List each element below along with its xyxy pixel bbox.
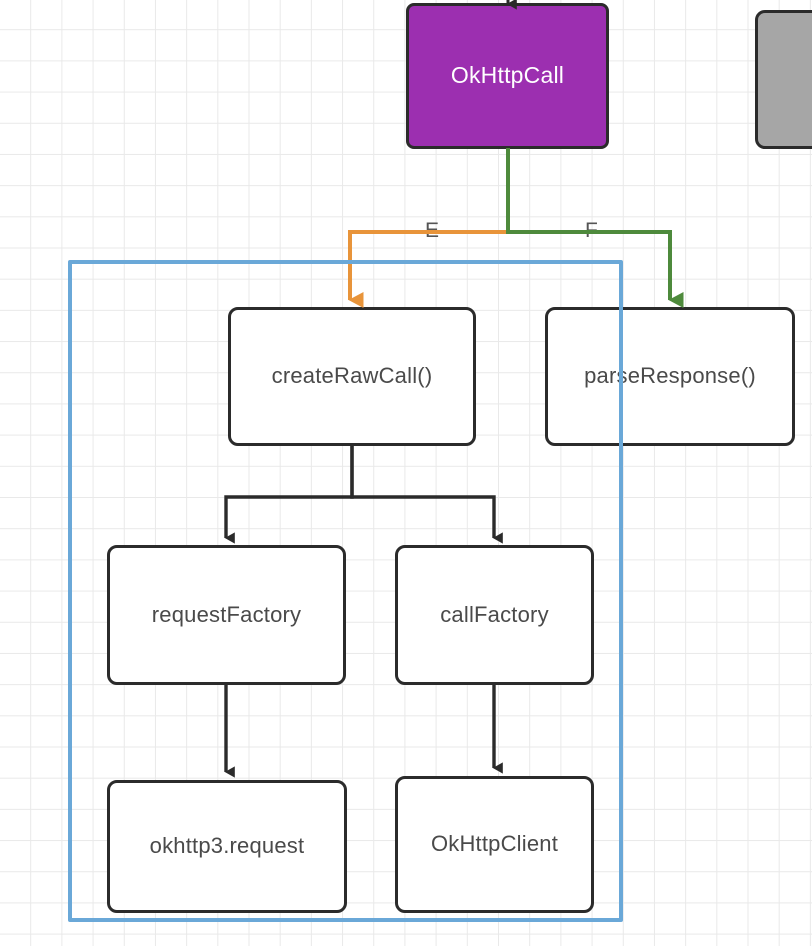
node-graybox[interactable] (755, 10, 812, 149)
group-container[interactable] (68, 260, 623, 922)
node-okhttp3-request[interactable]: okhttp3.request (107, 780, 347, 913)
edge-createrawcall-callfactory (350, 446, 503, 544)
edge-f (506, 148, 684, 308)
